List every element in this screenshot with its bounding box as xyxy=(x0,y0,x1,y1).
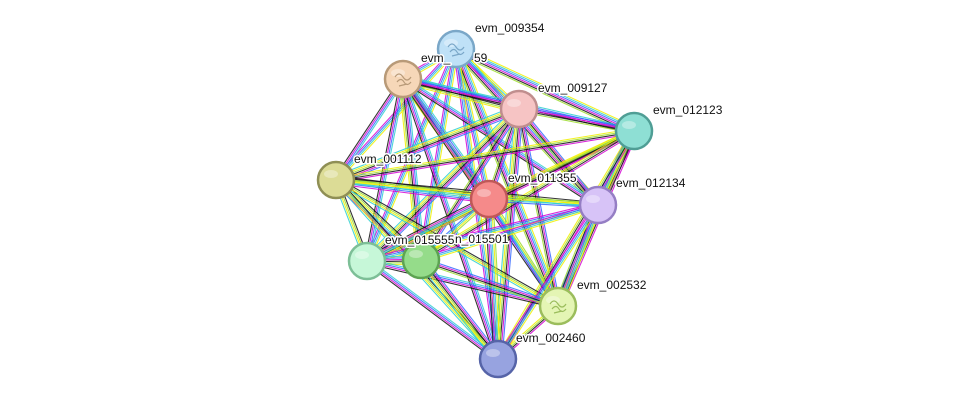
edge-evm_015501-evm_002460[interactable] xyxy=(417,257,502,362)
edge-evm_011355-evm_002460[interactable] xyxy=(484,198,503,360)
node-circle[interactable] xyxy=(499,89,539,129)
node-highlight xyxy=(444,39,458,47)
node-label-evm_xxx59b: 59 xyxy=(474,51,488,65)
edge-evm_012123-evm_001112[interactable] xyxy=(335,128,635,183)
node-highlight xyxy=(586,195,600,203)
node-circle[interactable] xyxy=(478,339,518,379)
node-evm_015501[interactable] xyxy=(401,240,441,280)
node-circle[interactable] xyxy=(401,240,441,280)
node-label-evm_015501: n_015501 xyxy=(455,232,509,246)
label-layer: evm_009354 evm_ 59 evm_009127 evm_012123 evm_… xyxy=(353,20,725,347)
node-circle[interactable] xyxy=(383,59,423,99)
node-label-evm_002532: evm_002532 xyxy=(577,278,647,292)
edge-evm_012134-evm_015501[interactable] xyxy=(420,202,599,263)
protein-structure-icon xyxy=(549,300,567,314)
node-circle[interactable] xyxy=(347,241,387,281)
node-label-evm_001112: evm_001112 xyxy=(354,152,422,166)
node-highlight xyxy=(507,99,521,107)
node-label-evm_002460: evm_002460 xyxy=(516,331,586,345)
node-circle[interactable] xyxy=(469,179,509,219)
node-evm_009354[interactable] xyxy=(436,29,476,69)
node-evm_xxx59[interactable] xyxy=(383,59,423,99)
node-highlight xyxy=(546,296,560,304)
node-circle[interactable] xyxy=(538,286,578,326)
node-label-evm_011355: evm_011355 xyxy=(508,171,577,185)
node-circle[interactable] xyxy=(614,111,654,151)
node-highlight xyxy=(324,170,338,178)
node-label-evm_xxx59: evm_ xyxy=(421,51,451,65)
node-highlight xyxy=(409,250,423,258)
edge-evm_015501-evm_002532[interactable] xyxy=(420,257,559,309)
node-evm_011355[interactable] xyxy=(469,179,509,219)
node-circle[interactable] xyxy=(436,29,476,69)
edge-evm_xxx59-evm_001112[interactable] xyxy=(333,77,406,182)
node-label-evm_012134: evm_012134 xyxy=(616,176,686,190)
edge-evm_015555-evm_002460[interactable] xyxy=(365,258,500,362)
node-evm_009127[interactable] xyxy=(499,89,539,129)
node-evm_012134[interactable] xyxy=(578,185,618,225)
edge-evm_009127-evm_012123[interactable] xyxy=(518,106,635,134)
node-evm_002532[interactable] xyxy=(538,286,578,326)
node-circle[interactable] xyxy=(316,160,356,200)
node-highlight xyxy=(622,121,636,129)
node-highlight xyxy=(486,349,500,357)
node-label-evm_009127: evm_009127 xyxy=(538,81,608,95)
node-highlight xyxy=(477,189,491,197)
node-evm_015555[interactable] xyxy=(347,241,387,281)
node-highlight xyxy=(391,69,405,77)
node-circle[interactable] xyxy=(578,185,618,225)
edge-evm_009127-evm_012134[interactable] xyxy=(516,107,601,207)
protein-structure-icon xyxy=(394,73,412,87)
node-layer xyxy=(316,29,654,379)
edge-evm_012134-evm_002460[interactable] xyxy=(495,203,601,361)
protein-structure-icon xyxy=(447,43,465,57)
node-highlight xyxy=(355,251,369,259)
node-evm_002460[interactable] xyxy=(478,339,518,379)
node-label-evm_012123: evm_012123 xyxy=(653,103,723,117)
node-evm_001112[interactable] xyxy=(316,160,356,200)
node-label-evm_009354: evm_009354 xyxy=(475,21,545,35)
node-label-evm_015555: evm_015555 xyxy=(385,233,455,247)
node-evm_012123[interactable] xyxy=(614,111,654,151)
